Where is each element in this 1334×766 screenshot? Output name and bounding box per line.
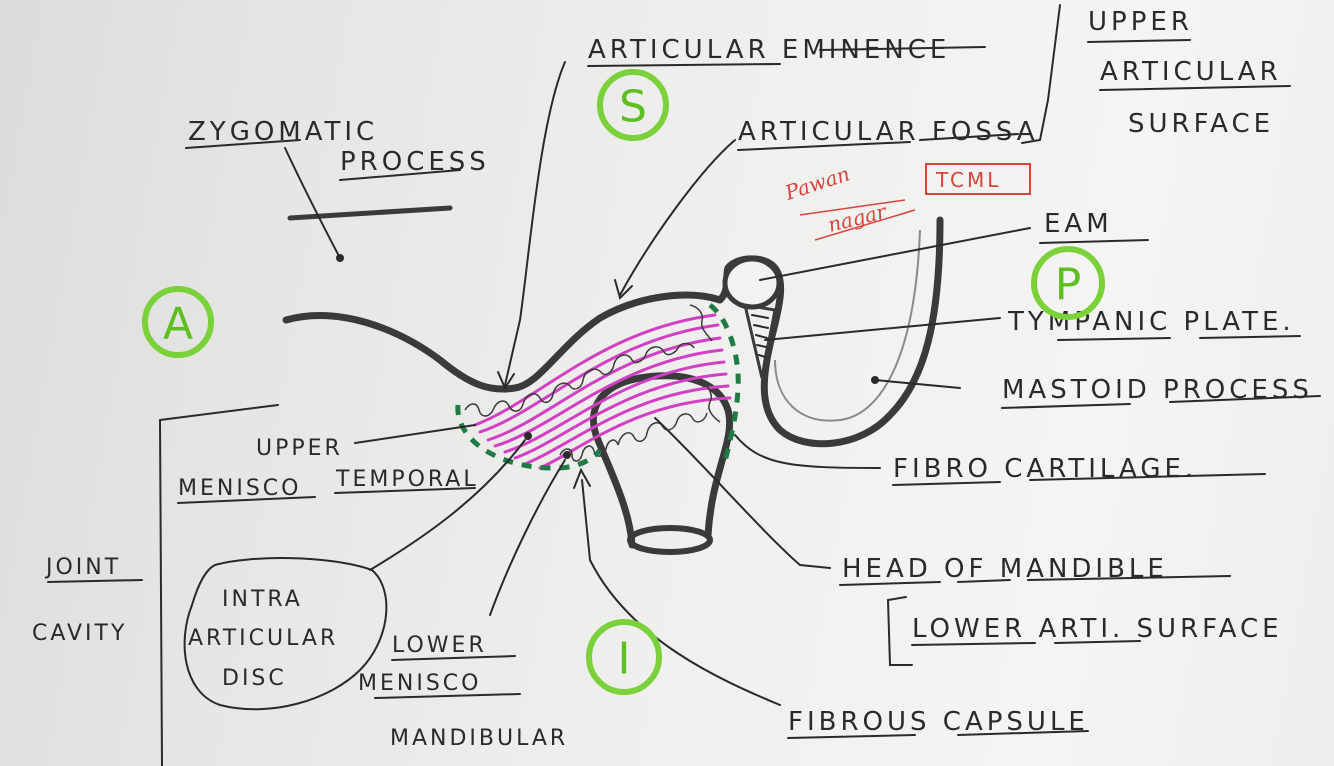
label-articular-eminence: ARTICULAR EMINENCE xyxy=(588,35,950,65)
svg-text:TCML: TCML xyxy=(935,168,1001,192)
label-cavity: CAVITY xyxy=(32,621,127,646)
label-temporal: TEMPORAL xyxy=(335,467,479,492)
eam-circle xyxy=(722,256,782,310)
label-lower-arti-surface: LOWER ARTI. SURFACE xyxy=(912,614,1283,644)
fibrous-capsule-dashed xyxy=(455,303,741,471)
label-articular: ARTICULAR xyxy=(188,626,338,651)
tympanic-plate-shape xyxy=(743,303,777,379)
fibro-cartilage-fibers xyxy=(473,313,732,470)
label-disc: DISC xyxy=(222,666,287,691)
tympanic-plate-hatch xyxy=(751,314,769,358)
label-mastoid-process: MASTOID PROCESS xyxy=(1002,375,1313,405)
mandible-neck-ellipse xyxy=(627,525,713,555)
label-upper-articular-surface-2: ARTICULAR xyxy=(1100,57,1282,87)
leader-lines xyxy=(158,4,1061,766)
label-zygomatic: ZYGOMATIC xyxy=(188,117,378,147)
marker-p: P xyxy=(1031,246,1105,320)
label-menisco-lower: MENISCO xyxy=(358,671,481,696)
label-upper-articular-surface-1: UPPER xyxy=(1088,7,1193,37)
label-eam: EAM xyxy=(1044,209,1113,239)
marker-a: A xyxy=(142,286,214,358)
label-upper: UPPER xyxy=(256,436,343,461)
svg-text:Pawan: Pawan xyxy=(781,161,853,205)
zygomatic-bar xyxy=(287,205,453,221)
label-menisco: MENISCO xyxy=(178,476,301,501)
label-joint: JOINT xyxy=(44,555,121,580)
label-lower: LOWER xyxy=(392,633,487,658)
marker-i: I xyxy=(586,619,662,695)
label-fibro-cartilage: FIBRO CARTILAGE. xyxy=(893,454,1197,484)
svg-text:S: S xyxy=(619,82,647,133)
mastoid-inner-line xyxy=(774,229,921,422)
label-articular-fossa: ARTICULAR FOSSA xyxy=(738,117,1039,147)
upper-synovial-loops xyxy=(464,304,713,417)
intra-articular-disc-outline xyxy=(183,557,388,711)
svg-text:nagar: nagar xyxy=(825,199,890,237)
label-process: PROCESS xyxy=(340,147,490,177)
svg-text:I: I xyxy=(618,634,631,685)
label-mandibular: MANDIBULAR xyxy=(390,726,568,751)
signature: Pawan nagar TCML xyxy=(781,161,1031,241)
svg-text:P: P xyxy=(1055,260,1082,311)
lower-synovial-loops xyxy=(559,379,721,462)
label-head-of-mandible: HEAD OF MANDIBLE xyxy=(842,554,1168,584)
svg-text:A: A xyxy=(163,299,193,350)
marker-s: S xyxy=(597,69,669,141)
label-intra: INTRA xyxy=(222,587,303,612)
head-of-mandible xyxy=(590,372,734,549)
label-upper-articular-surface-3: SURFACE xyxy=(1128,109,1274,139)
label-fibrous-capsule: FIBROUS CAPSULE xyxy=(788,707,1089,737)
label-underlines xyxy=(47,39,1321,739)
